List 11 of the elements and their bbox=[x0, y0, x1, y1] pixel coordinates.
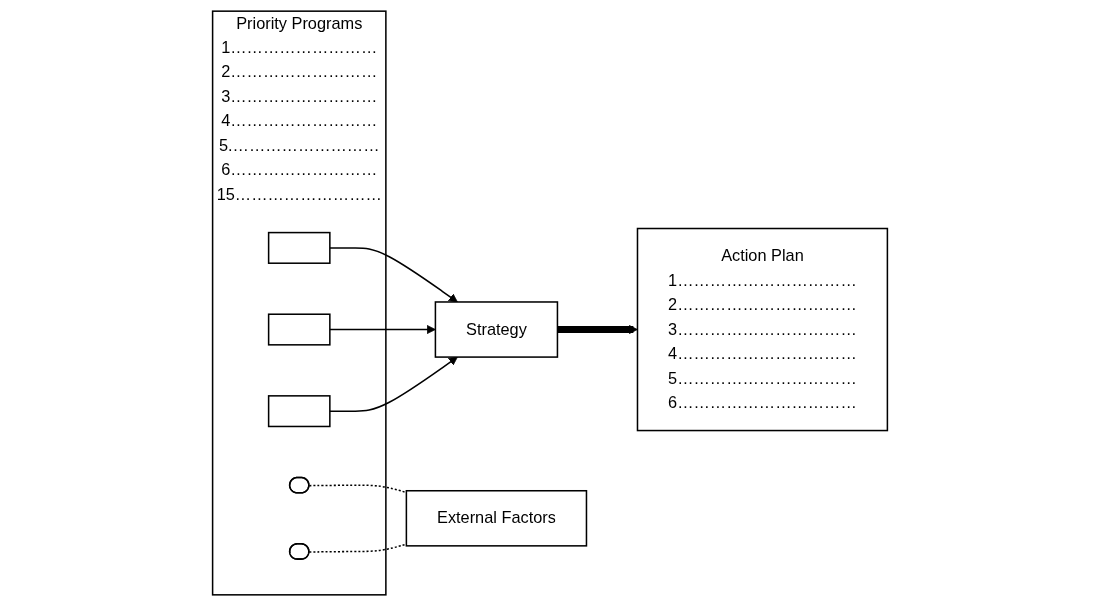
node-box bbox=[267, 313, 331, 346]
node-box: External Factors bbox=[405, 490, 588, 547]
cluster: Priority Programs 1……………………… 2……………………… 3……………………… 4……………………… 5.……………………… 6……………………… 15……………………… bbox=[211, 10, 387, 596]
arrow bbox=[329, 325, 436, 334]
node-box: Strategy bbox=[434, 301, 559, 358]
arrow bbox=[557, 325, 638, 334]
arrow bbox=[329, 356, 458, 412]
arrow bbox=[329, 247, 458, 303]
node-box bbox=[267, 231, 331, 264]
node-box bbox=[267, 395, 331, 428]
node-box: Action Plan 1…………………………… 2…………………………… 3…………………………… 4…………………………… 5…………………………… 6…………………………… bbox=[636, 227, 889, 432]
